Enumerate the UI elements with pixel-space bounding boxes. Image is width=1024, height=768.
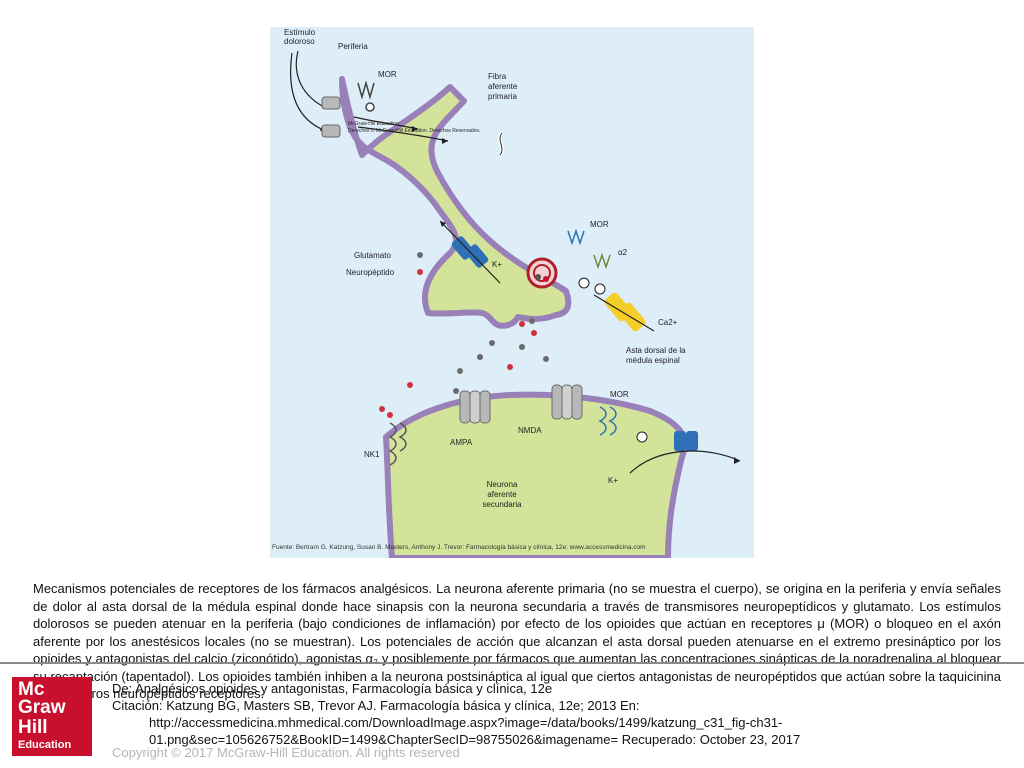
secondary-afferent-neuron [383, 391, 688, 558]
plus-sign-icon [636, 431, 648, 443]
secondary-label-3: secundaria [482, 500, 522, 509]
vesicle-icon [526, 257, 558, 289]
mor-presynaptic-icon [567, 228, 585, 246]
k-channel-postsynaptic-icon [629, 431, 741, 474]
nk1-receptor-icon [388, 422, 407, 466]
stimulus-label-1: Estímulo [284, 28, 316, 37]
reference-citation: Citación: Katzung BG, Masters SB, Trevor… [112, 698, 640, 713]
secondary-label-1: Neurona [487, 480, 518, 489]
neuropeptide-label: Neuropéptido [346, 268, 395, 277]
neuron-diagram: Estímulo doloroso Periferia MOR Fibra af… [270, 27, 754, 558]
mor-peripheral-icon [357, 80, 375, 112]
k-channel-presynaptic-icon [439, 220, 501, 284]
alpha2-receptor-icon [593, 252, 611, 270]
reference-from: De: Analgésicos opioides y antagonistas,… [112, 681, 553, 696]
ampa-receptor-icon [459, 390, 491, 424]
mor-postsynaptic-icon [598, 406, 617, 436]
ampa-label: AMPA [450, 438, 473, 447]
divider-line [0, 662, 1024, 664]
neurotransmitter-molecules [379, 318, 549, 418]
fiber-label-3: primaria [488, 92, 517, 101]
axon-break-icon [499, 132, 503, 156]
k-plus-bottom-label: K+ [608, 476, 618, 485]
minus-sign-icons [578, 277, 606, 295]
alpha2-label: α2 [618, 248, 628, 257]
diagram-svg: Estímulo doloroso Periferia MOR Fibra af… [284, 28, 741, 558]
glutamate-label: Glutamato [354, 251, 391, 260]
ca-label: Ca2+ [658, 318, 678, 327]
calcium-channel-icon [593, 292, 655, 332]
nmda-receptor-icon [551, 384, 583, 420]
fiber-label-2: aferente [488, 82, 518, 91]
dorsal-horn-label-2: médula espinal [626, 356, 680, 365]
mcgraw-hill-logo: Mc Graw Hill Education [12, 677, 92, 756]
fiber-label-1: Fibra [488, 72, 507, 81]
neuropeptide-legend-dot [417, 269, 423, 275]
nk1-label: NK1 [364, 450, 380, 459]
figure-source: Fuente: Bertram G. Katzung, Susan B. Mas… [272, 544, 646, 551]
dorsal-horn-label-1: Asta dorsal de la [626, 346, 686, 355]
secondary-label-2: aferente [487, 490, 517, 499]
stimulus-label-2: doloroso [284, 37, 315, 46]
reference-url-line1[interactable]: http://accessmedicina.mhmedical.com/Down… [149, 715, 783, 730]
mor-bottom-label: MOR [610, 390, 629, 399]
k-plus-mid-label: K+ [492, 260, 502, 269]
reference-url-line2[interactable]: 01.png&sec=105626752&BookID=1499&Chapter… [149, 732, 801, 747]
nmda-label: NMDA [518, 426, 542, 435]
mor-top-label: MOR [378, 70, 397, 79]
small-copyright-1: McGraw-Hill Education [348, 121, 399, 127]
mor-mid-label: MOR [590, 220, 609, 229]
glutamate-legend-dot [417, 252, 423, 258]
primary-afferent-neuron [339, 76, 572, 329]
periphery-label: Periferia [338, 42, 368, 51]
peripheral-channel-icon [321, 96, 341, 138]
copyright-notice: Copyright © 2017 McGraw-Hill Education. … [112, 745, 460, 760]
